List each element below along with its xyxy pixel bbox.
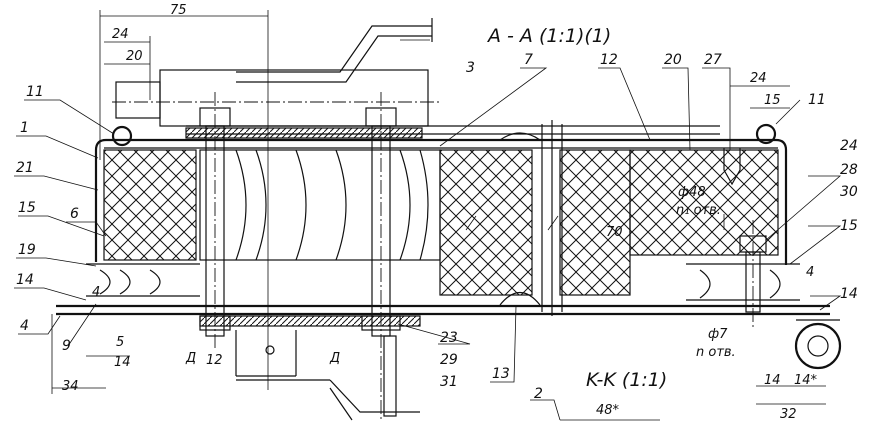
dim-20: 20 xyxy=(126,49,143,64)
dim-24-top: 24 xyxy=(112,27,129,42)
section-title-kk: K-K (1:1) xyxy=(586,369,667,391)
spring-core xyxy=(199,132,541,306)
callout-9: 9 xyxy=(62,338,71,354)
callout-12: 12 xyxy=(600,52,618,68)
dim-48: ф48 xyxy=(678,185,706,200)
dim-75: 75 xyxy=(170,3,187,18)
callout-7: 7 xyxy=(524,52,533,68)
callout-31: 31 xyxy=(440,374,458,390)
insulation-left xyxy=(103,149,197,261)
callout-11-left: 11 xyxy=(26,84,44,100)
callout-13: 13 xyxy=(492,366,510,382)
callout-11-right: 11 xyxy=(808,92,826,108)
callout-14-right: 14 xyxy=(840,286,858,302)
dim-24-right: 24 xyxy=(750,71,767,86)
leader-lines xyxy=(14,39,842,421)
dim-14-right: 14 xyxy=(764,373,781,388)
dimension-lines xyxy=(51,10,826,421)
callout-19: 19 xyxy=(18,242,36,258)
callout-27: 27 xyxy=(704,52,722,68)
callout-3: 3 xyxy=(466,60,475,76)
dim-15-top: 15 xyxy=(764,93,781,108)
dim-14-star: 14* xyxy=(794,373,818,388)
insulation-right-1 xyxy=(559,149,631,296)
section-title-aa: A - A (1:1)(1) xyxy=(486,25,611,47)
section-mark-d-left: Д xyxy=(185,351,196,366)
base-plate xyxy=(56,263,842,370)
callout-4: 4 xyxy=(20,318,29,334)
hinge-ball-right xyxy=(755,123,777,145)
dim-12: 12 xyxy=(206,353,223,368)
callout-21: 21 xyxy=(16,160,34,176)
dim-70: 70 xyxy=(606,225,623,240)
callout-2: 2 xyxy=(534,386,543,402)
callout-14-left: 14 xyxy=(16,272,34,288)
dim-14-left: 14 xyxy=(114,355,131,370)
dim-5: 5 xyxy=(116,335,124,350)
callout-28: 28 xyxy=(840,162,858,178)
callout-30: 30 xyxy=(840,184,858,200)
screw-top-right xyxy=(723,148,741,186)
callout-15-right: 15 xyxy=(840,218,858,234)
dim-48-star: 48* xyxy=(596,403,620,418)
bolt-middle xyxy=(361,92,401,420)
dim-48-n: n₁ отв. xyxy=(676,203,721,218)
hinge-ball-left xyxy=(111,125,133,147)
dim-7-n: n отв. xyxy=(696,345,736,360)
dim-34: 34 xyxy=(62,379,79,394)
top-bracket xyxy=(112,18,440,127)
callout-6: 6 xyxy=(70,206,79,222)
dim-7: ф7 xyxy=(708,327,728,342)
callout-23: 23 xyxy=(440,330,458,346)
outer-housing xyxy=(94,125,788,265)
callout-15-left: 15 xyxy=(18,200,36,216)
dim-4-right: 4 xyxy=(806,265,814,280)
section-mark-d-right: Д xyxy=(329,351,340,366)
break-lines xyxy=(465,120,563,316)
insulation-middle xyxy=(439,149,533,296)
dim-4-left: 4 xyxy=(92,285,100,300)
callout-29: 29 xyxy=(440,352,458,368)
callout-24: 24 xyxy=(840,138,858,154)
dim-32: 32 xyxy=(780,407,797,422)
callout-20: 20 xyxy=(664,52,682,68)
bottom-hanger xyxy=(235,330,420,421)
bolt-right xyxy=(739,220,767,330)
callout-1: 1 xyxy=(20,120,29,136)
